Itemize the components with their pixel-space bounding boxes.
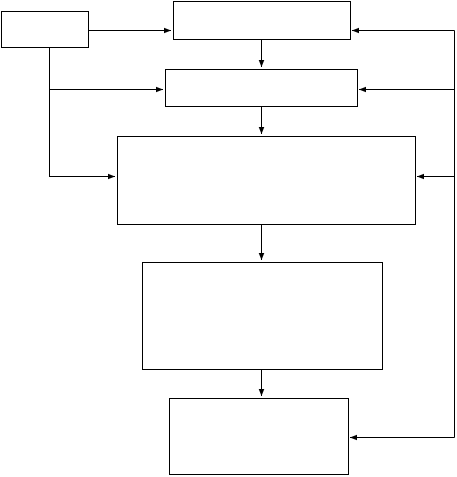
- node-box4: [142, 262, 383, 370]
- node-box5: [169, 398, 349, 475]
- node-box2: [165, 69, 358, 107]
- edge-input-to-box2: [49, 48, 163, 93]
- node-input: [1, 11, 89, 48]
- edge-input-to-box3: [49, 89, 115, 180]
- node-box3: [117, 136, 416, 225]
- node-box1: [173, 1, 351, 40]
